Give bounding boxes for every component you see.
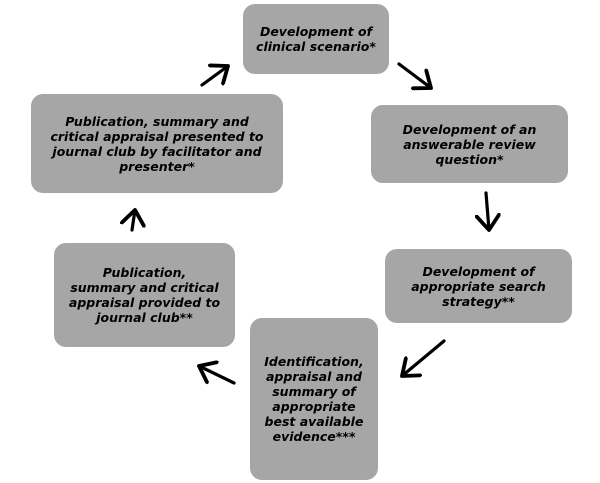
arrow-5-to-6 (132, 210, 135, 232)
step-evidence-identification-label: Identification, appraisal and summary of… (264, 354, 364, 444)
step-evidence-identification: Identification, appraisal and summary of… (250, 318, 378, 480)
step-review-question-label: Development of an answerable review ques… (402, 121, 537, 167)
arrow-1-to-2 (397, 62, 431, 88)
step-search-strategy-label: Development of appropriate search strate… (411, 263, 546, 309)
step-clinical-scenario-label: Development of clinical scenario* (256, 24, 376, 54)
step-search-strategy: Development of appropriate search strate… (385, 249, 572, 323)
step-publication-provided-label: Publication, summary and critical apprai… (68, 265, 221, 325)
arrow-2-to-3 (486, 191, 489, 230)
arrow-6-to-1 (200, 66, 228, 87)
step-publication-presented-label: Publication, summary and critical apprai… (50, 113, 264, 174)
step-publication-provided: Publication, summary and critical apprai… (54, 243, 235, 347)
step-publication-presented: Publication, summary and critical apprai… (31, 94, 283, 193)
step-clinical-scenario: Development of clinical scenario* (243, 4, 389, 74)
arrow-4-to-5 (199, 366, 236, 385)
arrow-3-to-4 (402, 339, 446, 376)
step-review-question: Development of an answerable review ques… (371, 105, 568, 183)
